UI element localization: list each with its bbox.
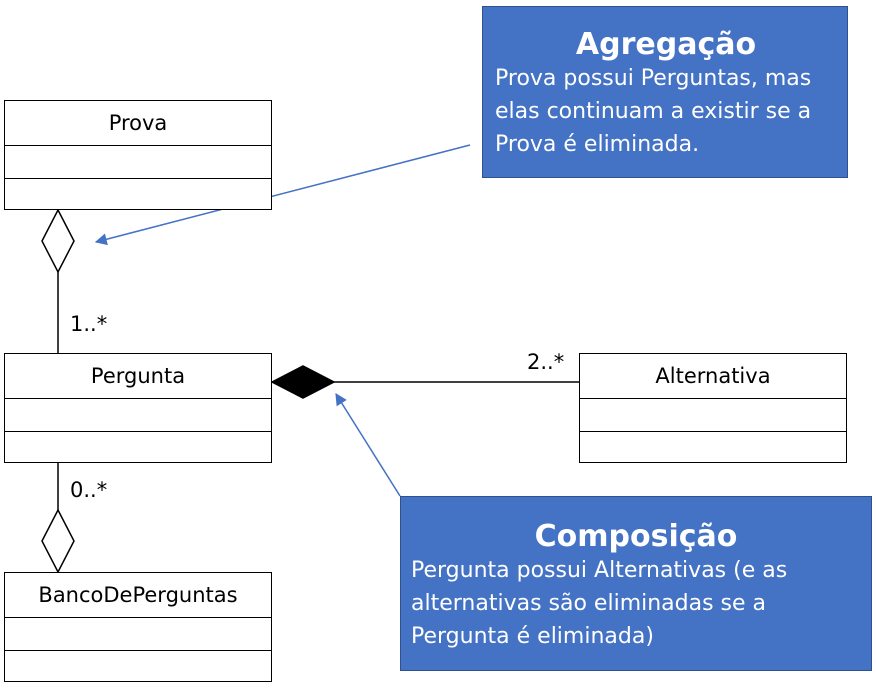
class-name: BancoDePerguntas <box>5 573 271 618</box>
class-name: Prova <box>5 101 271 146</box>
composition-diamond-pergunta <box>270 365 336 399</box>
attributes-compartment <box>5 146 271 179</box>
class-prova[interactable]: Prova <box>4 100 272 210</box>
attributes-compartment <box>580 399 846 432</box>
callout-text: Pergunta possui Alternativas (e as alter… <box>411 558 788 649</box>
callout-title: Agregação <box>575 27 757 62</box>
methods-compartment <box>5 651 271 683</box>
class-pergunta[interactable]: Pergunta <box>4 353 272 463</box>
callout-text: Prova possui Perguntas, mas elas continu… <box>495 66 812 157</box>
class-alternativa[interactable]: Alternativa <box>579 353 847 463</box>
composicao-pointer-arrow <box>335 392 401 497</box>
callout-composicao: Composição Pergunta possui Alternativas … <box>400 496 872 671</box>
multiplicity-pergunta-alternativa: 2..* <box>527 350 565 374</box>
class-name: Pergunta <box>5 354 271 399</box>
attributes-compartment <box>5 399 271 432</box>
class-name: Alternativa <box>580 354 846 399</box>
aggregation-diamond-banco <box>41 508 75 574</box>
agregacao-pointer-arrow <box>94 144 471 246</box>
multiplicity-pergunta-banco: 0..* <box>70 478 108 502</box>
methods-compartment <box>5 432 271 464</box>
methods-compartment <box>580 432 846 464</box>
multiplicity-prova-pergunta: 1..* <box>70 312 108 336</box>
methods-compartment <box>5 179 271 211</box>
attributes-compartment <box>5 618 271 651</box>
class-banco-de-perguntas[interactable]: BancoDePerguntas <box>4 572 272 682</box>
callout-title: Composição <box>534 519 738 554</box>
aggregation-diamond-prova <box>41 208 75 274</box>
callout-agregacao: Agregação Prova possui Perguntas, mas el… <box>482 6 848 178</box>
